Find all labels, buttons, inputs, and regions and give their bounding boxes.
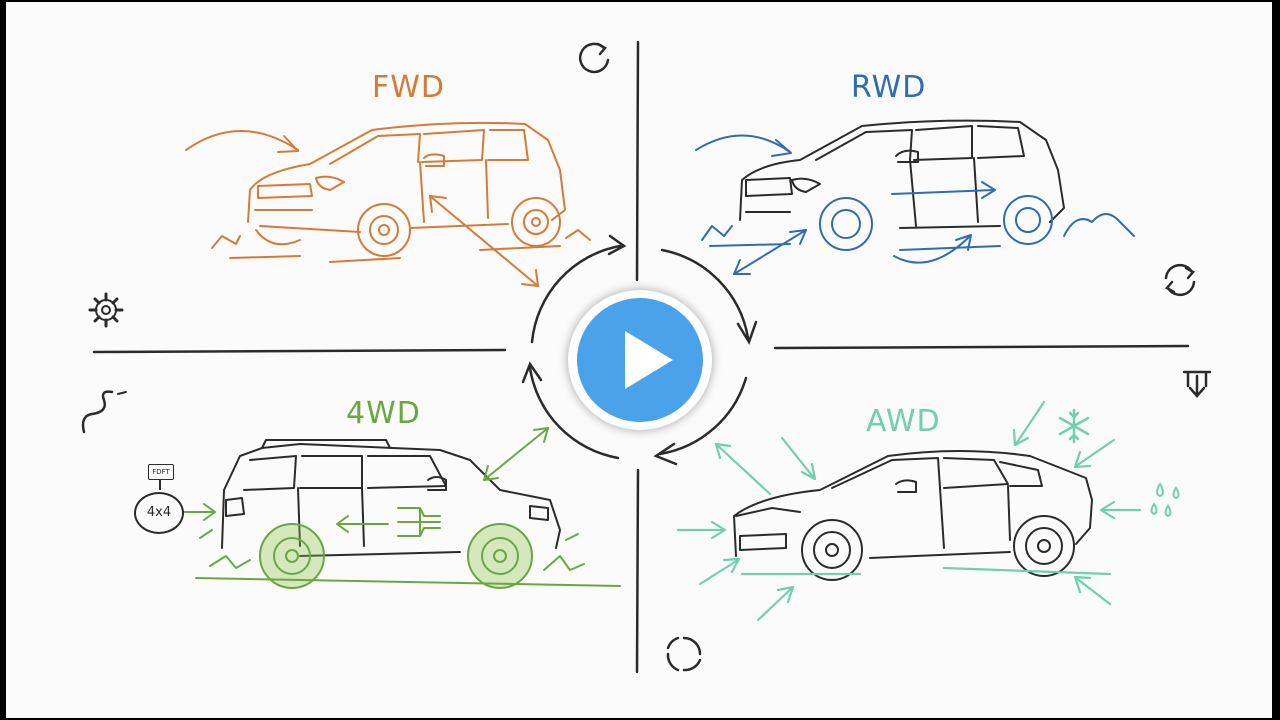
badge-main: 4x4: [134, 492, 184, 534]
fourwd-suv: [221, 439, 561, 557]
fwd-car: [185, 121, 591, 287]
fwd-label: FWD: [372, 70, 446, 105]
cycle-icon: [1164, 263, 1196, 297]
fourwd-label: 4WD: [346, 396, 421, 431]
awd-force-arrows: [676, 400, 1142, 622]
download-icon: [1182, 370, 1212, 398]
awd-sedan: [733, 450, 1093, 581]
play-button-circle: [577, 298, 703, 422]
badge-stem: [159, 480, 161, 490]
badge-top-tag: FDFT: [148, 464, 174, 480]
droplets-icon: [1150, 482, 1180, 518]
loop-icon: [666, 636, 702, 672]
fourwd-highlights: [183, 427, 621, 589]
rwd-highlights: [695, 134, 1135, 275]
quadrant-dividers: [92, 40, 1190, 674]
rwd-car: [739, 119, 1065, 229]
play-button[interactable]: [568, 290, 712, 430]
gear-icon: [88, 292, 124, 328]
cycle-arrows: [521, 234, 758, 466]
fourbyfour-badge: FDFT 4x4: [132, 464, 184, 534]
awd-label: AWD: [866, 404, 941, 439]
snowflake-icon: [1058, 408, 1090, 444]
squiggle-icon: [81, 390, 127, 434]
rwd-label: RWD: [851, 70, 927, 105]
play-icon: [625, 331, 673, 389]
refresh-icon: [578, 42, 610, 74]
